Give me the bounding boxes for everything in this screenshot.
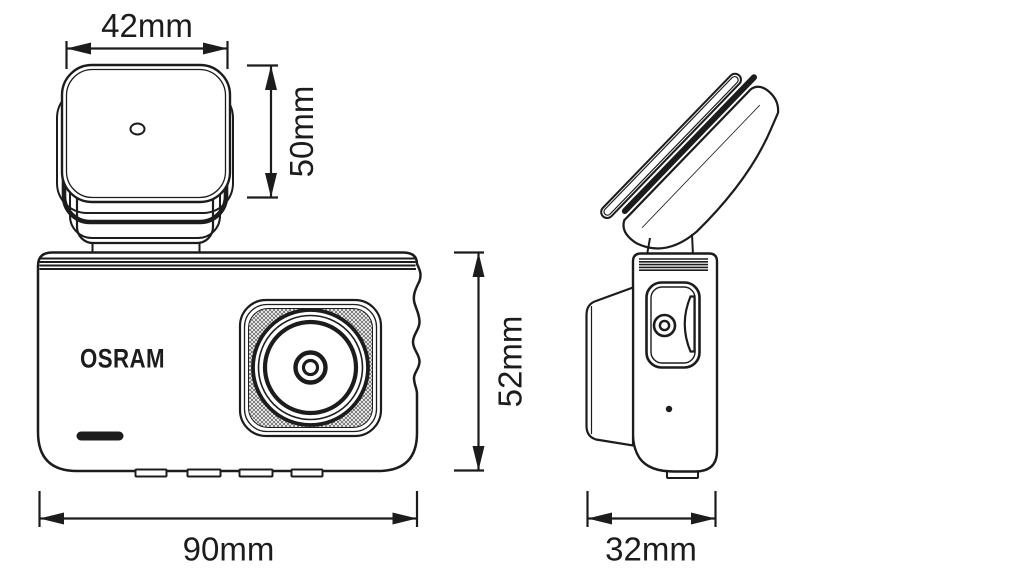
dim-body-width: 90mm: [38, 491, 419, 568]
mount-plate-inner-side: [603, 75, 739, 216]
mount-pad-inner: [65, 68, 227, 199]
mount-stem-side-left: [646, 237, 651, 256]
lens-ring-outer: [251, 308, 370, 427]
dim-mount-height: 50mm: [247, 64, 320, 199]
dim-body-height: 52mm: [454, 251, 529, 472]
button-tab-1: [134, 468, 168, 478]
side-panel-outer: [645, 281, 701, 369]
mount-pad-stripe-side: [621, 74, 758, 215]
mount-wedge-side: [622, 85, 780, 250]
panel-button-ring: [652, 313, 677, 338]
dim-body-height-label: 52mm: [492, 316, 529, 408]
lens-bezel-mid: [243, 303, 378, 433]
sd-card-slot: [683, 295, 696, 353]
lens-ring-inner: [262, 319, 359, 416]
lens-center-dot: [301, 358, 320, 377]
dim-body-depth-label: 32mm: [605, 531, 697, 568]
brand-logo-text: OSRAM: [80, 344, 165, 374]
dim-mount-width: 42mm: [65, 7, 229, 69]
lens-ring-backing: [251, 308, 370, 427]
bottom-buttons: [134, 468, 324, 478]
lens-ring-thin: [257, 314, 364, 421]
button-tab-3: [238, 468, 274, 478]
front-mount: [56, 63, 234, 253]
button-tab-2: [186, 468, 222, 478]
side-mount: [600, 72, 780, 250]
mount-plate-side: [600, 72, 742, 220]
led-indicator-window: [76, 431, 124, 441]
side-port-panel: [645, 281, 701, 369]
mount-face-line-side: [641, 104, 761, 228]
dim-body-width-label: 90mm: [183, 531, 275, 568]
dim-mount-height-label: 50mm: [283, 86, 320, 178]
mount-stem-side-right: [691, 233, 694, 256]
body-vent-lines-side: [639, 258, 708, 272]
panel-button-center: [658, 319, 671, 332]
mount-pad: [60, 63, 232, 204]
lens-center-ring: [293, 350, 328, 385]
button-tab-4: [290, 468, 324, 478]
dimensions: 42mm 50mm 52mm 90mm 32mm: [38, 7, 717, 568]
lens-assembly: [238, 298, 383, 438]
mic-hole: [665, 405, 673, 413]
front-view: OSRAM: [36, 63, 422, 478]
body-vent-lines-front: [39, 257, 416, 270]
dim-body-depth: 32mm: [586, 491, 717, 568]
mount-pin-hole: [129, 122, 146, 136]
dim-mount-width-label: 42mm: [101, 7, 193, 44]
lens-bezel-outer: [238, 298, 383, 438]
side-view: [585, 72, 780, 479]
lens-barrel-side: [585, 285, 635, 447]
